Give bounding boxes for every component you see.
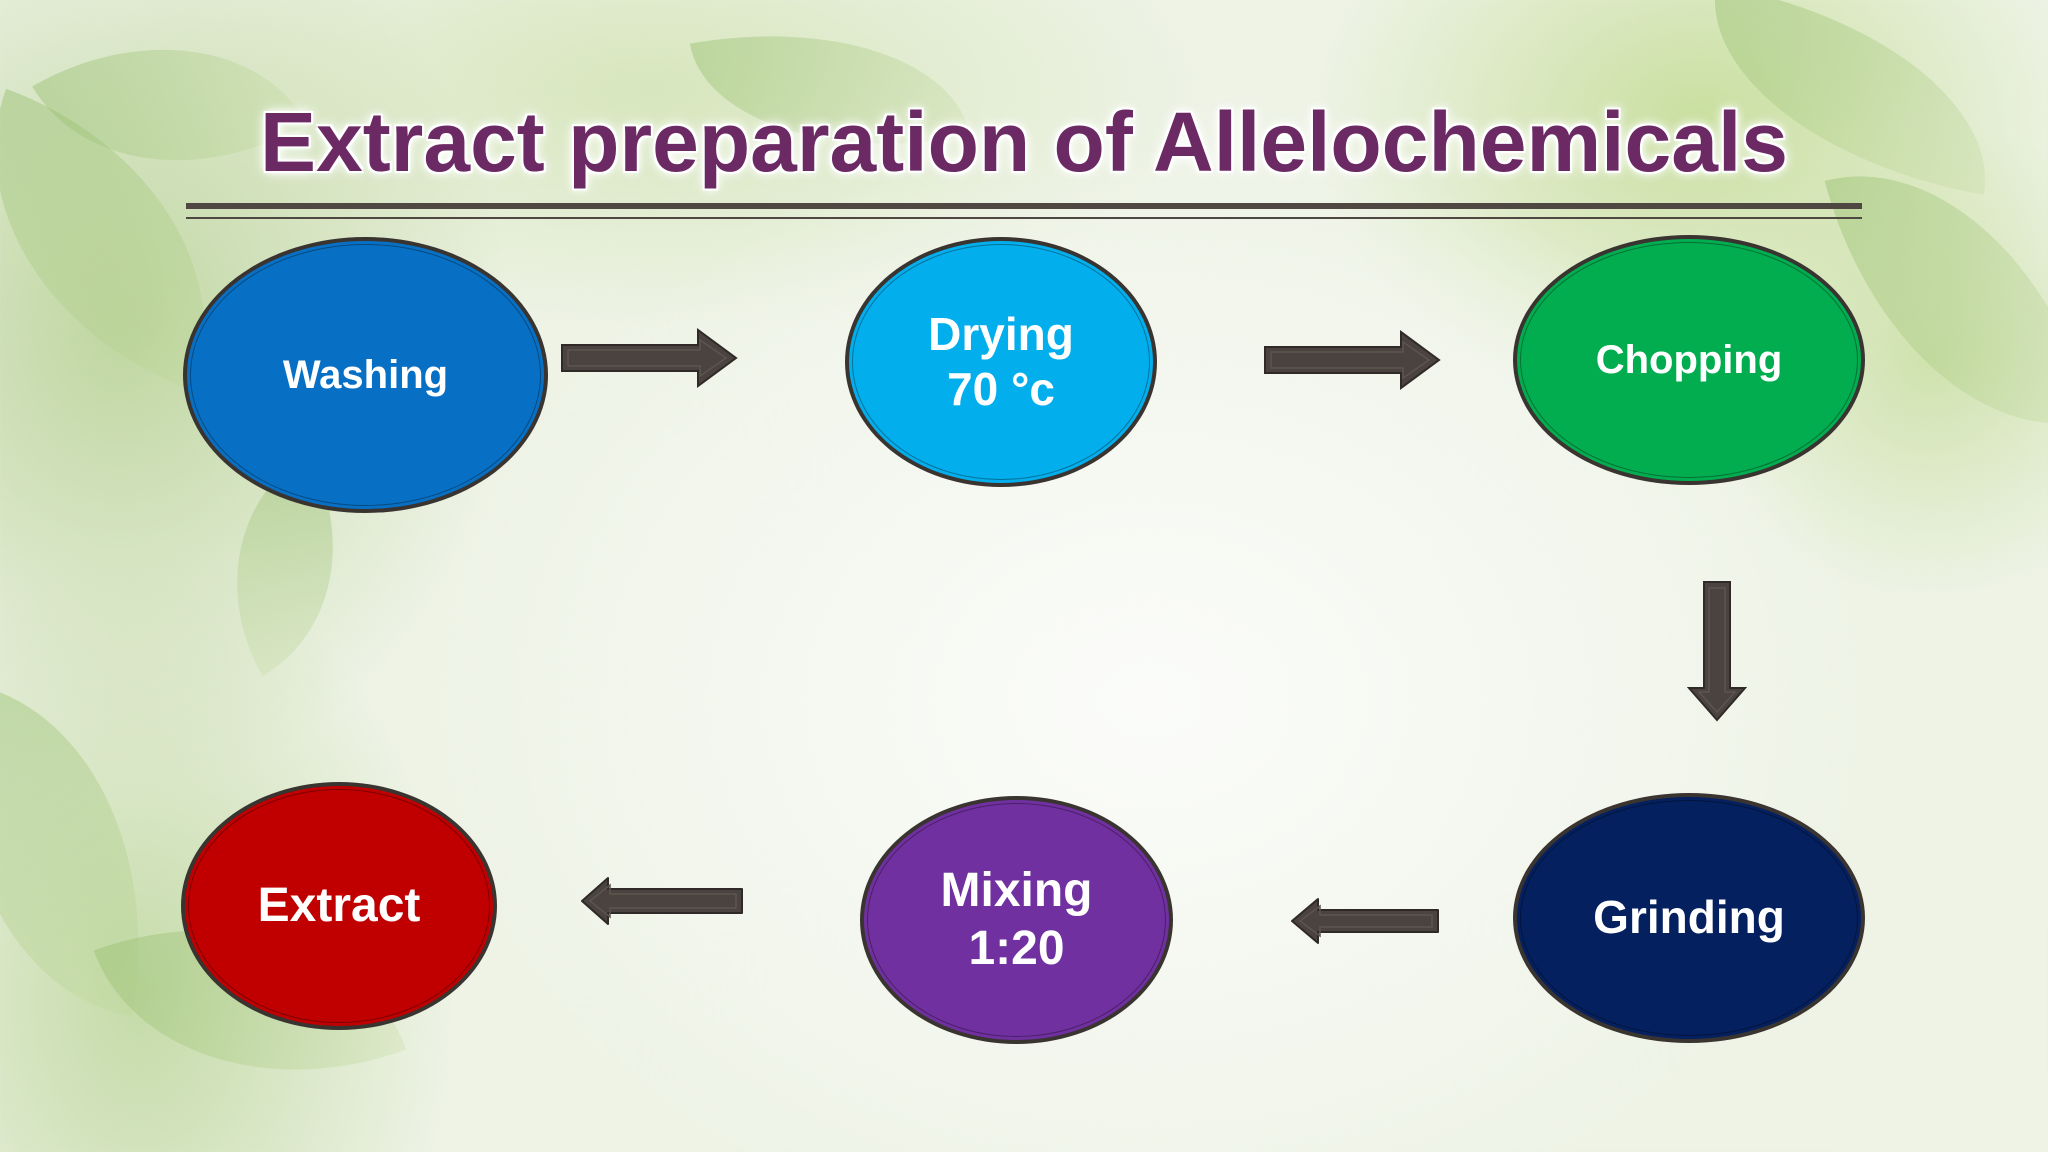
step-grinding: Grinding <box>1513 793 1865 1043</box>
arrow-left-icon <box>581 877 743 925</box>
step-washing-label: Washing <box>282 353 449 397</box>
arrow-down-icon <box>1687 581 1747 722</box>
background-leaf <box>0 683 185 1017</box>
title-underline-thick <box>186 203 1862 209</box>
step-mixing-label: Mixing <box>940 864 1093 918</box>
arrow-right-icon <box>561 328 738 388</box>
step-extract: Extract <box>181 782 497 1030</box>
step-washing: Washing <box>183 237 548 513</box>
step-grinding-label: Grinding <box>1593 891 1785 944</box>
step-mixing: Mixing 1:20 <box>860 796 1173 1044</box>
step-mixing-ratio: 1:20 <box>968 922 1065 975</box>
step-chopping-label: Chopping <box>1595 338 1783 382</box>
title-underline-thin <box>186 217 1862 219</box>
step-drying: Drying 70 °c <box>845 237 1157 487</box>
step-drying-label: Drying <box>928 307 1074 360</box>
step-chopping: Chopping <box>1513 235 1865 485</box>
step-drying-temperature: 70 °c <box>947 363 1055 415</box>
slide-title: Extract preparation of Allelochemicals <box>259 95 1789 189</box>
arrow-left-icon <box>1291 898 1439 944</box>
arrow-right-icon <box>1264 330 1441 390</box>
step-extract-label: Extract <box>257 879 421 933</box>
